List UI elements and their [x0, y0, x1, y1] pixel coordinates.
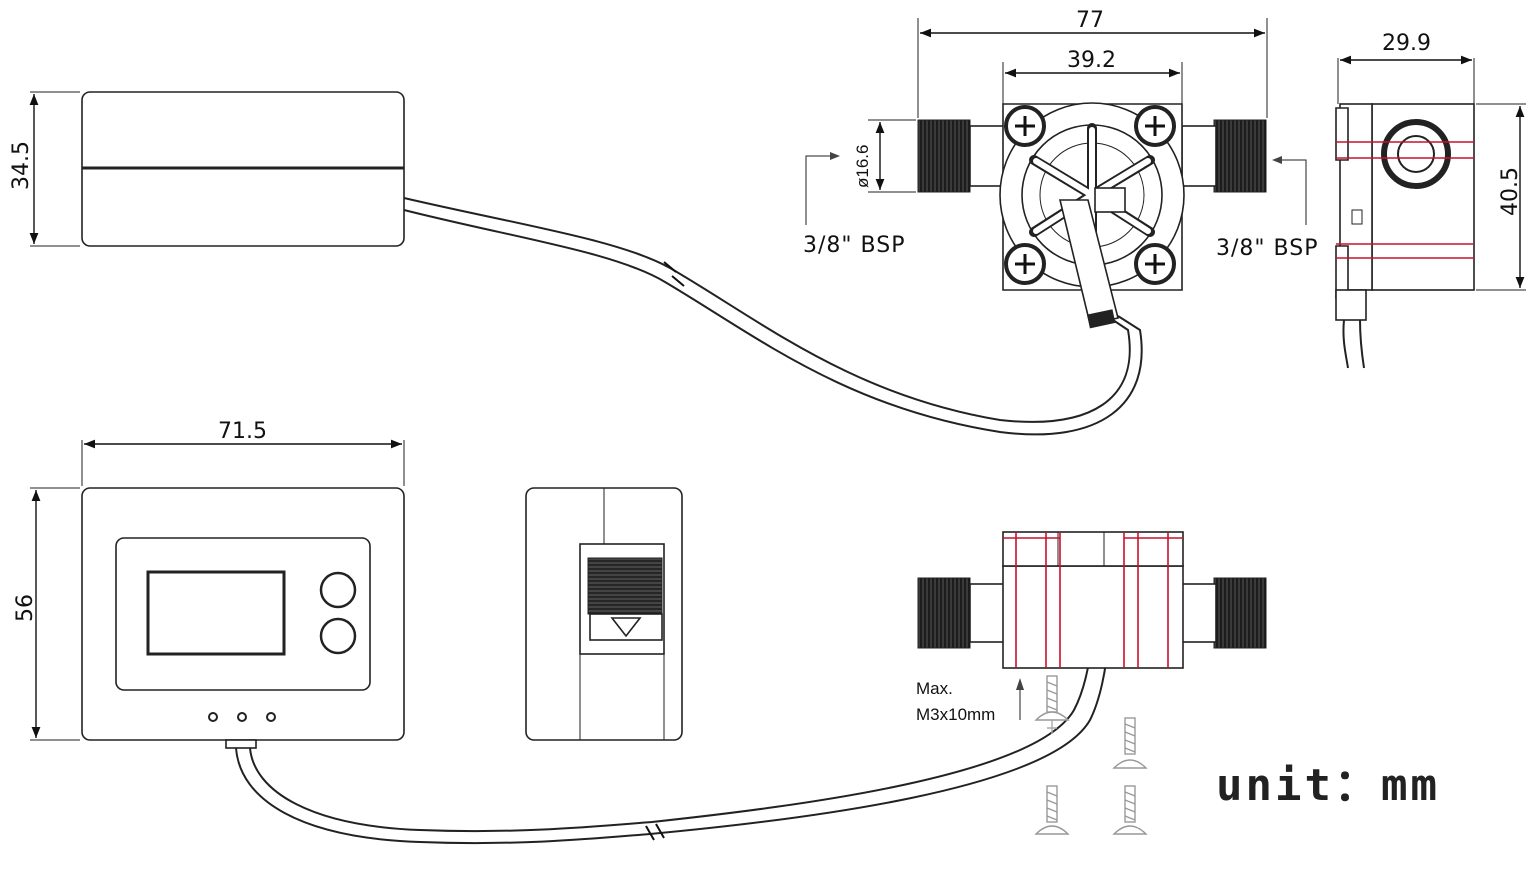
- side-height-label: 40.5: [1498, 167, 1523, 216]
- thread-right-label: 3/8" BSP: [1216, 236, 1318, 261]
- sensor-body-width-label: 39.2: [1067, 48, 1116, 73]
- sensor-bottom-view: [917, 531, 1267, 720]
- panel-front-view: [30, 439, 1111, 845]
- thread-left-label: 3/8" BSP: [803, 233, 905, 258]
- sensor-side-view: [1335, 55, 1526, 369]
- screw-size-label: M3x10mm: [916, 705, 995, 724]
- screw-max-label: Max.: [916, 679, 953, 698]
- sensor-length-label: 77: [1076, 8, 1104, 33]
- sensor-cable: [403, 197, 1143, 436]
- panel-side-height-label: 34.5: [9, 141, 34, 190]
- panel-height-label: 56: [13, 594, 38, 622]
- panel-side-view: [29, 91, 405, 247]
- unit-label: unit：mm: [1216, 760, 1440, 811]
- side-width-label: 29.9: [1382, 31, 1431, 56]
- panel-width-label: 71.5: [218, 419, 267, 444]
- mounting-screws: [1034, 675, 1148, 835]
- sensor-top-view: [805, 18, 1307, 329]
- pipe-diameter-label: ø16.6: [853, 145, 872, 188]
- panel-back-view: [525, 487, 683, 741]
- sensor-screws: [1004, 105, 1176, 285]
